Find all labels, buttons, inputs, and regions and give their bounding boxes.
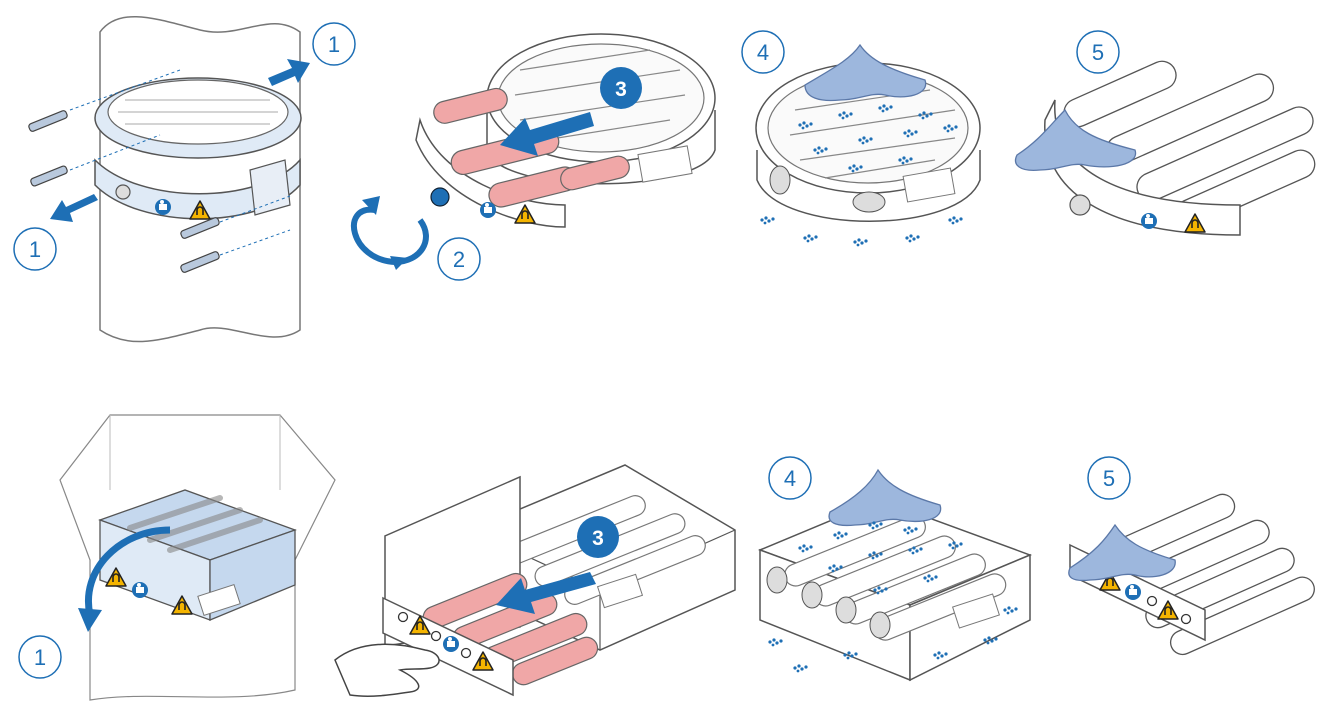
top-panel-clean-round: 4 (742, 31, 980, 246)
cloth-icon (829, 470, 941, 525)
step-number-3: 3 (592, 527, 604, 550)
bottom-panel-withdraw-drawer: 3 (335, 465, 735, 696)
top-panel-clean-rods: 5 (1016, 31, 1320, 235)
bottom-panel-clean-drawer: 4 (760, 457, 1030, 680)
knob-icon (431, 188, 449, 206)
manual-icon (132, 582, 148, 598)
manual-icon (155, 199, 171, 215)
bottom-panel-square-chute: 1 (19, 415, 335, 700)
step-number-5: 5 (1092, 40, 1104, 65)
step-number-1: 1 (328, 32, 340, 57)
manual-icon (1141, 213, 1157, 229)
hand-icon (335, 644, 439, 696)
manual-icon (443, 636, 459, 652)
step-number-4: 4 (784, 466, 796, 491)
bottom-panel-clean-plate: 5 (1069, 457, 1318, 658)
rotate-arrow-icon (354, 210, 426, 262)
knob-icon (1070, 195, 1090, 215)
arrow-icon (50, 194, 98, 222)
step-number-3: 3 (615, 78, 627, 101)
step-number-5: 5 (1103, 466, 1115, 491)
manual-icon (480, 202, 496, 218)
step-number-2: 2 (453, 247, 465, 272)
step-number-1: 1 (34, 645, 46, 670)
step-number-4: 4 (757, 40, 769, 65)
manual-icon (1125, 584, 1141, 600)
top-panel-pipe-clamp: 1 1 (14, 17, 355, 342)
step-number-1: 1 (29, 237, 41, 262)
top-panel-withdraw-round: 3 2 (354, 34, 715, 280)
